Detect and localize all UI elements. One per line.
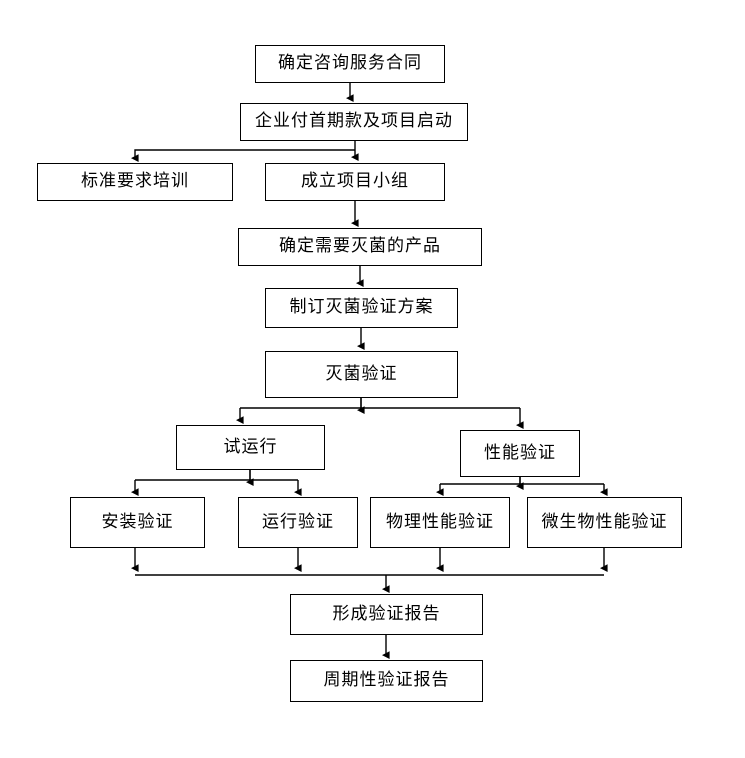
node-label: 性能验证 — [484, 442, 556, 463]
node-label: 成立项目小组 — [301, 171, 409, 192]
edge-payment-to-training — [130, 149, 355, 163]
node-microbial-performance-qualification[interactable]: 微生物性能验证 — [527, 497, 682, 548]
node-contract[interactable]: 确定咨询服务合同 — [255, 45, 445, 83]
node-validation-protocol[interactable]: 制订灭菌验证方案 — [265, 288, 458, 328]
node-label: 确定咨询服务合同 — [278, 53, 422, 74]
node-project-team[interactable]: 成立项目小组 — [265, 163, 445, 201]
node-periodic-validation-report[interactable]: 周期性验证报告 — [290, 660, 483, 702]
node-label: 试运行 — [223, 436, 278, 457]
node-label: 形成验证报告 — [332, 603, 441, 624]
node-sterilization-validation[interactable]: 灭菌验证 — [265, 351, 458, 398]
edge-performance-branch-bus — [440, 477, 604, 485]
node-label: 物理性能验证 — [386, 511, 494, 532]
node-performance-validation[interactable]: 性能验证 — [460, 430, 580, 477]
node-label: 微生物性能验证 — [541, 511, 668, 532]
node-label: 企业付首期款及项目启动 — [255, 111, 453, 132]
node-standard-training[interactable]: 标准要求培训 — [37, 163, 233, 201]
node-label: 制订灭菌验证方案 — [289, 297, 434, 318]
node-down-payment-and-kickoff[interactable]: 企业付首期款及项目启动 — [240, 103, 468, 141]
edge-validation-branch-bus — [240, 398, 520, 409]
node-label: 灭菌验证 — [325, 363, 398, 384]
node-label: 周期性验证报告 — [323, 670, 450, 691]
node-label: 运行验证 — [262, 511, 334, 532]
node-trial-run[interactable]: 试运行 — [176, 425, 325, 470]
node-identify-sterilization-products[interactable]: 确定需要灭菌的产品 — [238, 228, 482, 266]
node-label: 安装验证 — [101, 511, 174, 532]
node-label: 确定需要灭菌的产品 — [279, 236, 441, 257]
edge-trial-branch-bus — [135, 470, 298, 481]
node-physical-performance-qualification[interactable]: 物理性能验证 — [370, 497, 510, 548]
node-operational-qualification[interactable]: 运行验证 — [238, 497, 358, 548]
node-label: 标准要求培训 — [81, 171, 189, 192]
node-validation-report[interactable]: 形成验证报告 — [290, 594, 483, 635]
node-installation-qualification[interactable]: 安装验证 — [70, 497, 205, 548]
